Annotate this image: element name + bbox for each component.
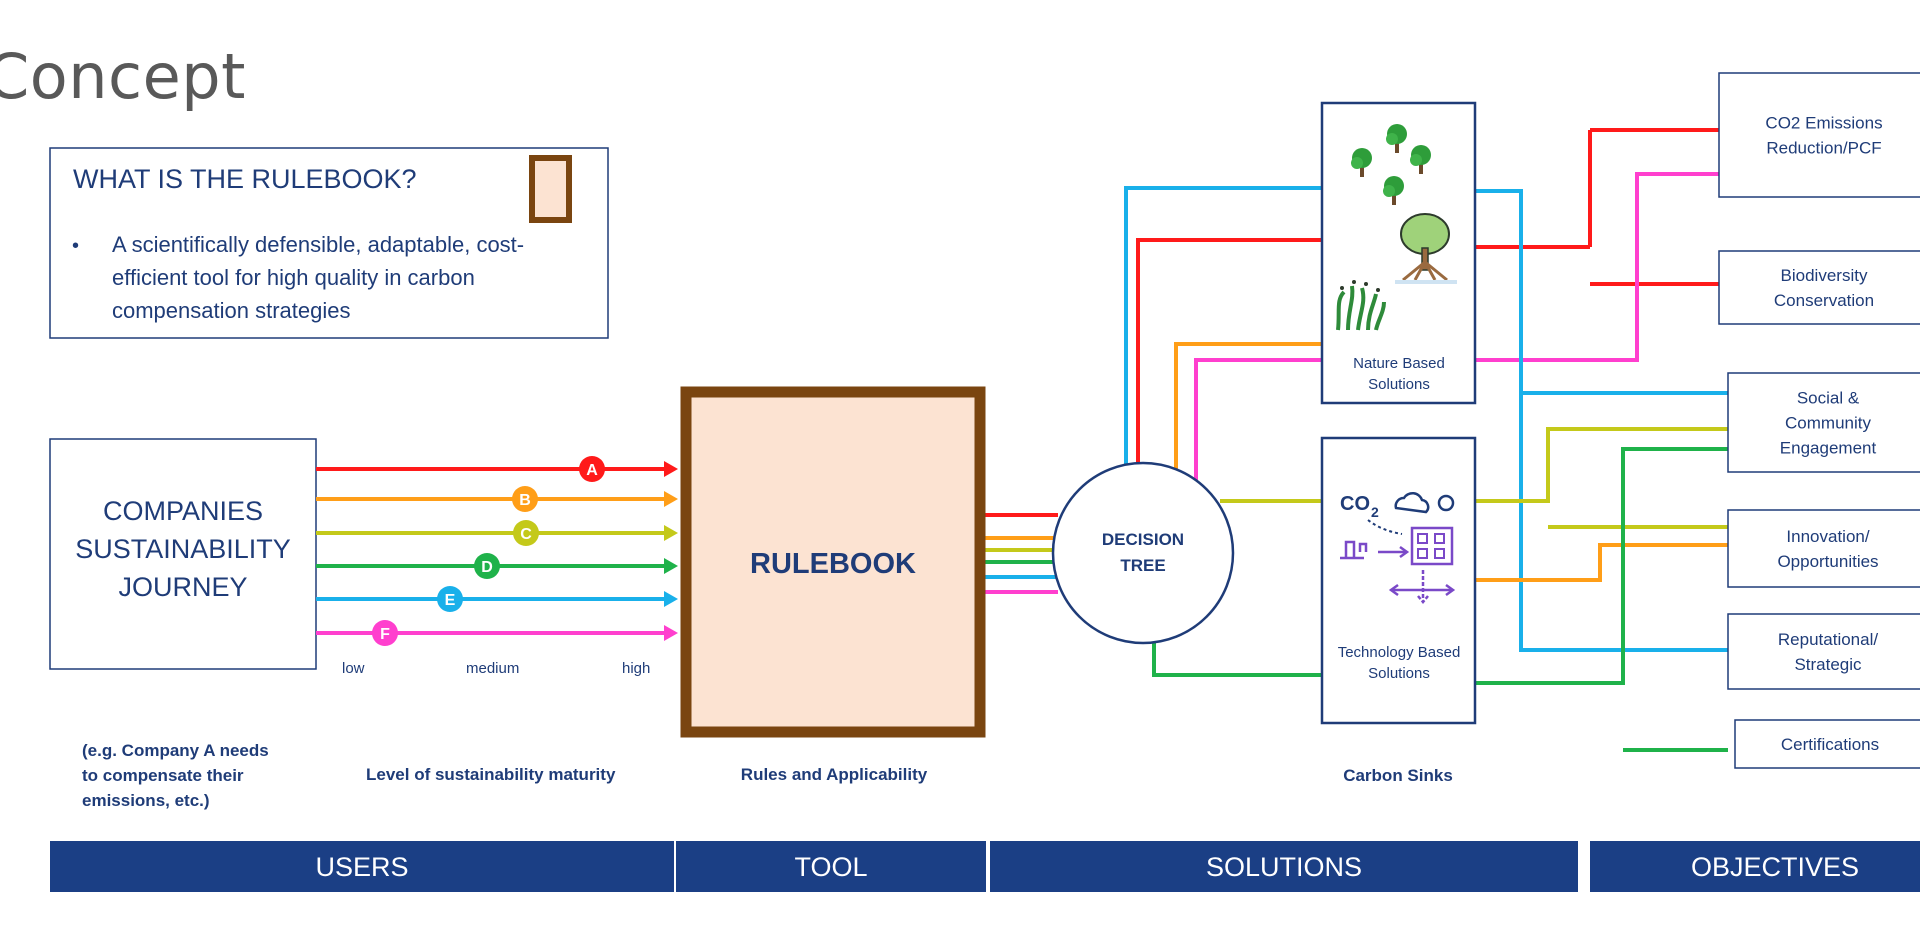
users-box-line-2: SUSTAINABILITY (75, 534, 291, 564)
users-note-line-2: to compensate their (82, 766, 244, 785)
maturity-badge-label: E (445, 592, 456, 609)
users-note: (e.g. Company A needs to compensate thei… (82, 741, 269, 810)
footer-band-objectives (1590, 841, 1920, 892)
info-box-heading: WHAT IS THE RULEBOOK? (73, 164, 417, 194)
users-box: COMPANIES SUSTAINABILITY JOURNEY (49, 438, 317, 670)
footer-band-tool (676, 841, 986, 892)
tree-to-nature-line (1124, 186, 1322, 464)
scale-high: high (622, 660, 650, 677)
objective-label-line: Opportunities (1777, 552, 1878, 571)
info-bullet-line-2: efficient tool for high quality in carbo… (112, 265, 475, 290)
objective-label-line: Community (1785, 414, 1871, 433)
maturity-arrows: A BC D E F (316, 456, 678, 646)
objective-label-line: Conservation (1774, 291, 1874, 310)
arrowhead-icon (664, 525, 678, 541)
objective-label-line: Social & (1797, 389, 1860, 408)
mangrove-icon (1395, 213, 1457, 284)
maturity-badge-label: C (520, 526, 532, 543)
users-note-line-1: (e.g. Company A needs (82, 741, 269, 760)
objective-reputational: Reputational/Strategic (1727, 613, 1920, 690)
info-bullet-line-3: compensation strategies (112, 298, 350, 323)
nature-solutions-box: Nature Based Solutions (1320, 101, 1477, 405)
arrowhead-icon (664, 591, 678, 607)
users-box-line-3: JOURNEY (118, 572, 247, 602)
footer-label-tool: TOOL (794, 852, 867, 882)
maturity-badge-e (437, 586, 463, 612)
objective-label-line: Strategic (1794, 655, 1862, 674)
maturity-caption: Level of sustainability maturity (366, 765, 616, 784)
footer-band-users (50, 841, 674, 892)
arrowhead-icon (664, 491, 678, 507)
decision-tree-line-2: TREE (1120, 556, 1165, 575)
arrowhead-icon (664, 461, 678, 477)
seagrass-icon (1336, 280, 1386, 331)
scale-low: low (342, 660, 365, 677)
tree-to-nature-line (1136, 238, 1322, 463)
objective-label-line: CO2 Emissions (1765, 114, 1882, 133)
objective-label-line: Reputational/ (1778, 630, 1878, 649)
footer-label-objectives: OBJECTIVES (1691, 852, 1859, 882)
maturity-badge-f (372, 620, 398, 646)
co2-subscript: 2 (1371, 504, 1379, 520)
page-title: Concept (0, 40, 246, 113)
bullet-dot: • (72, 235, 79, 257)
tree-icon (1351, 124, 1431, 205)
footer-bands: USERS TOOL SOLUTIONS OBJECTIVES (50, 841, 1920, 892)
arrowhead-icon (664, 558, 678, 574)
objective-label-line: Engagement (1780, 439, 1877, 458)
nature-to-objective-line (1475, 172, 1719, 362)
users-box-line-1: COMPANIES (103, 496, 263, 526)
info-bullet-line-1: A scientifically defensible, adaptable, … (112, 232, 524, 257)
solutions-caption: Carbon Sinks (1343, 766, 1453, 785)
arrowhead-icon (664, 625, 678, 641)
maturity-badge-label: B (519, 492, 531, 509)
objective-label-line: Biodiversity (1781, 266, 1868, 285)
decision-tree-node: DECISION TREE (1051, 461, 1235, 645)
nature-solutions-line-2: Solutions (1368, 376, 1430, 393)
connector-lines (980, 128, 1728, 752)
objective-certifications: Certifications (1734, 719, 1920, 769)
objective-label-line: Innovation/ (1786, 527, 1869, 546)
maturity-scale: low medium high (342, 660, 650, 677)
footer-label-solutions: SOLUTIONS (1206, 852, 1362, 882)
tech-to-objective-line (1475, 543, 1728, 582)
objective-innovation: Innovation/Opportunities (1727, 509, 1920, 588)
footer-band-solutions (990, 841, 1578, 892)
rulebook-label: RULEBOOK (750, 548, 916, 580)
rulebook-caption: Rules and Applicability (741, 765, 928, 784)
objective-label-line: Reduction/PCF (1766, 139, 1881, 158)
maturity-badge-label: F (380, 626, 390, 643)
maturity-badge-label: D (481, 559, 493, 576)
tree-to-nature-line (1194, 358, 1322, 480)
info-box: WHAT IS THE RULEBOOK? • A scientifically… (49, 147, 609, 339)
technology-solutions-box: CO 2 Technology Based Solutions (1320, 436, 1477, 725)
technology-solutions-line-2: Solutions (1368, 665, 1430, 682)
tree-to-nature-line (1174, 342, 1322, 470)
tech-to-objective-line (1475, 447, 1728, 685)
maturity-badge-c (513, 520, 539, 546)
nature-solutions-line-1: Nature Based (1353, 355, 1445, 372)
maturity-badge-b (512, 486, 538, 512)
decision-tree-line-1: DECISION (1102, 530, 1184, 549)
users-note-line-3: emissions, etc.) (82, 791, 210, 810)
tech-to-objective-line (1475, 427, 1728, 503)
maturity-badge-d (474, 553, 500, 579)
rulebook-legend-swatch (529, 155, 572, 223)
tree-to-tech-line (1152, 643, 1322, 677)
footer-label-users: USERS (315, 852, 408, 882)
objective-label-line: Certifications (1781, 735, 1879, 754)
co2-capture-icon: CO 2 (1340, 491, 1456, 604)
scale-medium: medium (466, 660, 519, 677)
maturity-badge-label: A (586, 462, 598, 479)
maturity-badge-a (579, 456, 605, 482)
co2-label: CO (1340, 493, 1370, 515)
rulebook-box: RULEBOOK (680, 386, 986, 738)
technology-solutions-line-1: Technology Based (1338, 644, 1461, 661)
